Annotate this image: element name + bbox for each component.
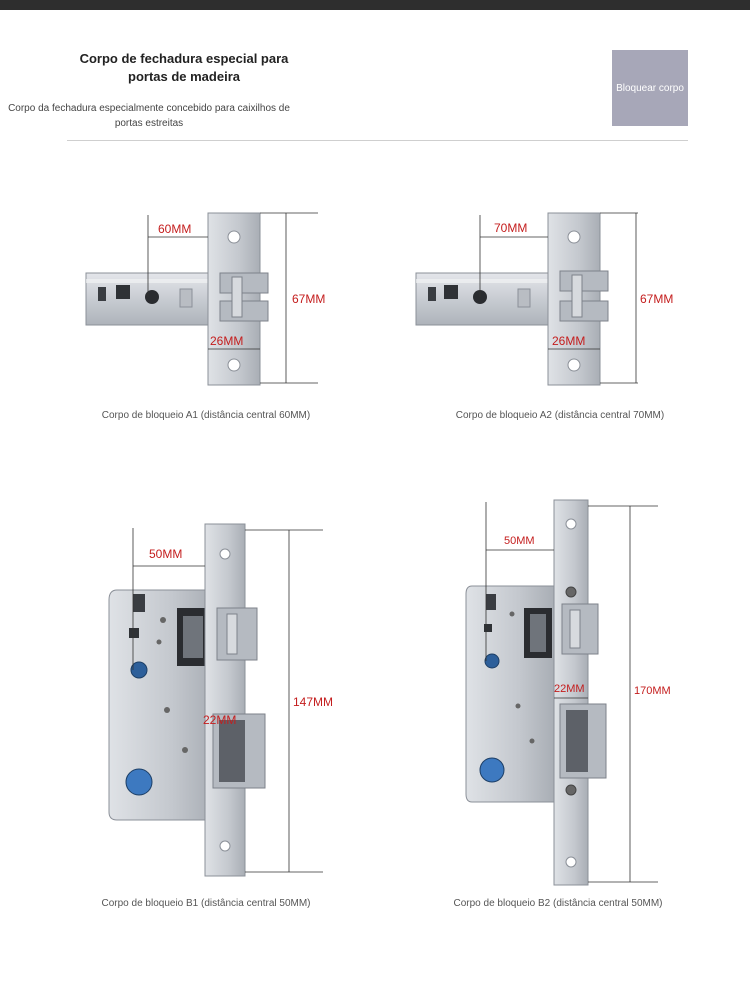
a1-width-label: 26MM bbox=[210, 334, 243, 348]
b2-height-label: 170MM bbox=[634, 685, 671, 697]
header-divider bbox=[67, 140, 688, 141]
b2-backset-label: 50MM bbox=[504, 535, 535, 547]
a2-width-label: 26MM bbox=[552, 334, 585, 348]
page-title: Corpo de fechadura especial para portas … bbox=[79, 51, 289, 84]
b2-caption: Corpo de bloqueio B2 (distância central … bbox=[453, 898, 663, 909]
lock-body-a1-figure: 60MM 67MM 26MM bbox=[85, 212, 325, 386]
a1-height-label: 67MM bbox=[292, 292, 325, 306]
a1-caption: Corpo de bloqueio A1 (distância central … bbox=[101, 410, 311, 421]
lock-body-badge: Bloquear corpo bbox=[612, 50, 688, 126]
lock-body-a2-figure: 70MM 67MM 26MM bbox=[415, 212, 673, 386]
a2-backset-label: 70MM bbox=[494, 221, 527, 235]
b1-caption: Corpo de bloqueio B1 (distância central … bbox=[101, 898, 311, 909]
top-bar bbox=[0, 0, 750, 10]
b1-backset-label: 50MM bbox=[149, 547, 182, 561]
a1-backset-label: 60MM bbox=[158, 222, 191, 236]
b1-width-label: 22MM bbox=[203, 713, 236, 727]
lock-body-b2-figure: 50MM 170MM 22MM bbox=[465, 499, 671, 886]
b2-width-label: 22MM bbox=[554, 683, 585, 695]
faceplate bbox=[553, 499, 589, 886]
page-subtitle: Corpo da fechadura especialmente concebi… bbox=[8, 103, 290, 129]
a2-caption: Corpo de bloqueio A2 (distância central … bbox=[455, 410, 665, 421]
a2-height-label: 67MM bbox=[640, 292, 673, 306]
faceplate bbox=[204, 523, 246, 877]
lock-body-b1-figure: 50MM 147MM 22MM bbox=[108, 523, 333, 877]
b1-height-label: 147MM bbox=[293, 695, 333, 709]
